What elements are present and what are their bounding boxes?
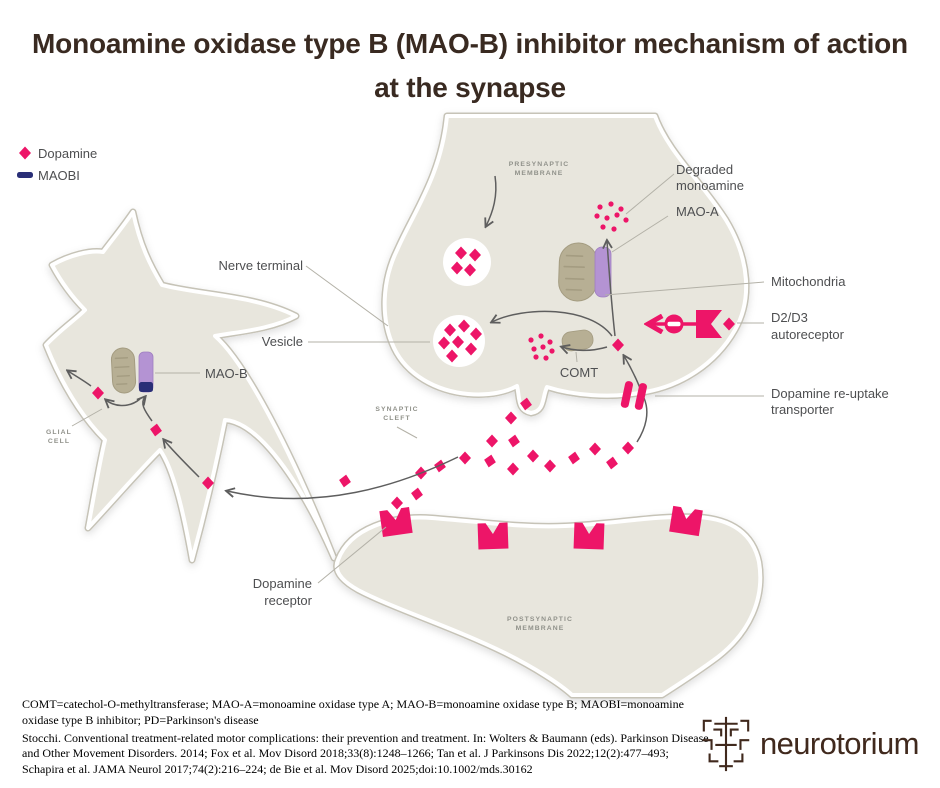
presynaptic-membrane-label: PRESYNAPTIC [509, 161, 569, 168]
footnotes: COMT=catechol-O-methyltransferase; MAO-A… [22, 697, 712, 780]
glial-cell [42, 208, 338, 564]
svg-text:monoamine: monoamine [676, 178, 744, 193]
page-title: Monoamine oxidase type B (MAO-B) inhibit… [32, 28, 908, 103]
synaptic-cleft-label: SYNAPTIC [375, 406, 418, 413]
dopamine-diamond-icon [19, 146, 31, 160]
comt-label: COMT [560, 365, 598, 380]
svg-text:MEMBRANE: MEMBRANE [516, 625, 565, 632]
neurotorium-logo-icon [702, 716, 750, 772]
svg-text:transporter: transporter [771, 402, 835, 417]
mao-b-label: MAO-B [205, 366, 248, 381]
vesicle-icon [443, 238, 491, 286]
neurotorium-logo: neurotorium [699, 712, 931, 776]
glial-cell-label: GLIAL [46, 429, 72, 436]
postsynaptic-membrane-label: POSTSYNAPTIC [507, 616, 573, 623]
svg-text:autoreceptor: autoreceptor [771, 327, 845, 342]
reuptake-transporter-icon [620, 381, 647, 410]
leader-lines [71, 173, 765, 584]
d2d3-autoreceptor-assembly [650, 310, 735, 338]
nerve-terminal-label: Nerve terminal [218, 258, 303, 273]
mao-a-label: MAO-A [676, 204, 719, 219]
references-text: Stocchi. Conventional treatment-related … [22, 730, 709, 777]
vesicle-icon [433, 315, 485, 367]
maobi-bar-icon [17, 172, 33, 178]
postsynaptic-neuron [333, 513, 764, 699]
degraded-monoamine-label: Degraded [676, 162, 733, 177]
flow-arrows [486, 175, 616, 350]
legend-maobi-label: MAOBI [38, 168, 80, 183]
mao-b-enzyme-icon [138, 351, 154, 393]
degraded-monoamine-dots [594, 201, 629, 232]
logo-wordmark: neurotorium [760, 726, 919, 761]
glial-mitochondria-icon [110, 347, 137, 394]
autoreceptor-icon [696, 310, 722, 338]
reuptake-transporter-label: Dopamine re-uptake [771, 386, 889, 401]
svg-text:MEMBRANE: MEMBRANE [515, 170, 564, 177]
diagram-labels: PRESYNAPTIC MEMBRANE POSTSYNAPTIC MEMBRA… [46, 161, 889, 632]
dopamine-receptor-icon [379, 507, 413, 537]
svg-text:receptor: receptor [264, 593, 312, 608]
degraded-monoamine-dots [528, 333, 555, 361]
abbreviations-text: COMT=catechol-O-methyltransferase; MAO-A… [22, 697, 684, 727]
flow-arrows [68, 356, 648, 500]
legend-dopamine-label: Dopamine [38, 146, 97, 161]
dopamine-receptor-label: Dopamine [253, 576, 312, 591]
maobi-inhibitor-icon [139, 382, 153, 392]
dopamine-receptor-icon [669, 505, 703, 537]
svg-text:CELL: CELL [48, 438, 70, 445]
mitochondria-icon [558, 242, 598, 302]
vesicle-label: Vesicle [262, 334, 303, 349]
presynaptic-contents [433, 175, 629, 367]
legend: Dopamine MAOBI [17, 146, 97, 183]
svg-text:CLEFT: CLEFT [383, 415, 410, 422]
dopamine-molecules-cleft [391, 396, 634, 510]
d2d3-label: D2/D3 [771, 310, 808, 325]
mitochondria-label: Mitochondria [771, 274, 846, 289]
